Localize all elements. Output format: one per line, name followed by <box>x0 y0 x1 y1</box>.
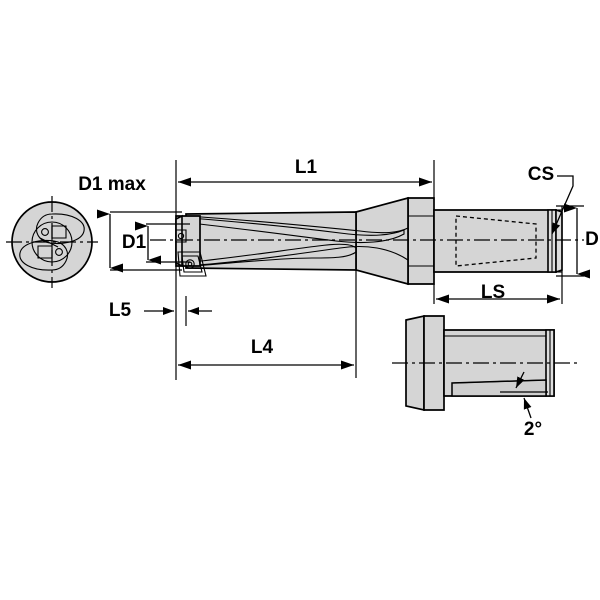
leader-line-2deg-upper <box>515 371 525 389</box>
drill-body <box>185 211 357 271</box>
front-end-view <box>6 196 98 288</box>
dim-label-l1: L1 <box>295 157 318 178</box>
shank-hidden-bore <box>455 215 537 267</box>
dim-label-l4: L4 <box>251 337 274 358</box>
dim-label-d1: D1 <box>122 232 147 253</box>
dimension-annotations: L1 D1 max D1 L5 L4 LS D CS 2° <box>78 157 599 440</box>
flute-sweep-upper <box>189 217 405 244</box>
detail-driving-flat-edge <box>451 379 547 384</box>
front-view-screw-lower <box>55 248 63 256</box>
insert-screw-upper <box>177 232 185 240</box>
dim-label-d: D <box>585 229 599 250</box>
shank-detail-view <box>392 314 578 412</box>
dim-label-2-degree: 2° <box>524 419 542 440</box>
flute-land-line-upper <box>185 215 409 234</box>
dim-label-cs: CS <box>528 164 554 185</box>
dim-label-ls: LS <box>481 282 505 303</box>
side-profile-view <box>150 196 584 286</box>
dim-arrow-l5-right <box>188 307 199 315</box>
leader-line-cs <box>551 175 574 235</box>
dim-label-l5: L5 <box>109 300 132 321</box>
insert-screw-lower <box>185 259 195 269</box>
flute-land-line-lower <box>185 245 409 267</box>
dim-label-d1-max: D1 max <box>78 174 146 195</box>
flute-sweep-lower <box>191 243 357 267</box>
front-view-screw-upper <box>41 228 49 236</box>
insert-lower-face <box>181 255 203 273</box>
insert-pocket-lower <box>177 251 207 277</box>
front-view-flute-lower <box>19 239 69 271</box>
leader-line-2deg-lower <box>523 397 532 419</box>
flange-block <box>407 197 435 285</box>
